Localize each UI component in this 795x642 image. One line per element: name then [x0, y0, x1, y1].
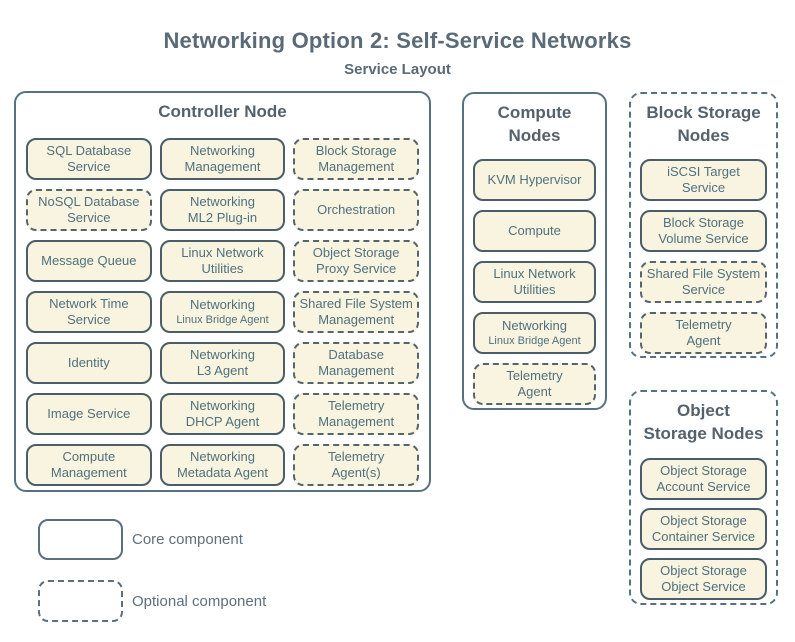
- service-label: Networking: [189, 297, 255, 313]
- service-label: Database Management: [318, 346, 395, 378]
- service-label: Telemetry Management: [318, 397, 395, 429]
- service-box: iSCSI Target Service: [640, 159, 767, 201]
- service-box: Network Time Service: [26, 291, 152, 333]
- service-box: Shared File System Service: [640, 261, 767, 303]
- service-label: NoSQL Database Service: [38, 193, 140, 225]
- service-box: Telemetry Agent: [640, 312, 767, 354]
- service-label: Object Storage Proxy Service: [312, 244, 400, 276]
- diagram-subtitle: Service Layout: [344, 61, 451, 78]
- service-box: Telemetry Agent: [473, 363, 596, 405]
- service-label: Object Storage Object Service: [660, 562, 747, 594]
- service-label: Network Time Service: [49, 295, 129, 327]
- legend-item-optional: Optional component: [38, 580, 266, 622]
- service-box: Object Storage Container Service: [640, 508, 767, 550]
- service-label: Compute Management: [50, 448, 127, 480]
- service-label: Networking L3 Agent: [189, 346, 255, 378]
- legend-label-core: Core component: [132, 531, 243, 548]
- legend-label-optional: Optional component: [132, 592, 267, 610]
- service-box: SQL Database Service: [26, 138, 152, 180]
- service-box: Networking DHCP Agent: [159, 393, 286, 435]
- service-box: Block Storage Management: [293, 138, 419, 180]
- service-box: Database Management: [293, 342, 419, 384]
- service-label: Orchestration: [317, 201, 396, 217]
- service-box: NoSQL Database Service: [26, 189, 152, 231]
- service-grid-controller: SQL Database Service Networking Managemen…: [26, 138, 419, 486]
- service-label: Telemetry Agent(s): [327, 448, 385, 480]
- service-label: Networking DHCP Agent: [185, 397, 260, 429]
- service-sublabel: Linux Bridge Agent: [176, 313, 269, 326]
- group-title-object-storage-nodes: Object Storage Nodes: [643, 401, 764, 443]
- service-box: Object Storage Proxy Service: [293, 240, 419, 282]
- service-box: Networking Management: [159, 138, 286, 180]
- service-label: Compute: [508, 222, 561, 238]
- service-label: SQL Database Service: [46, 142, 132, 174]
- service-box: Message Queue: [26, 240, 152, 282]
- service-box: Telemetry Management: [293, 393, 419, 435]
- service-label: Networking ML2 Plug-in: [187, 193, 258, 225]
- service-sublabel: Linux Bridge Agent: [488, 334, 581, 347]
- service-label: Object Storage Container Service: [651, 512, 756, 544]
- service-box: Identity: [26, 342, 152, 384]
- group-title-controller-node: Controller Node: [158, 102, 287, 121]
- service-label: Image Service: [47, 405, 131, 421]
- service-box: Linux Network Utilities: [159, 240, 286, 282]
- service-box: Networking Metadata Agent: [159, 444, 286, 486]
- service-label: Linux Network Utilities: [493, 265, 576, 297]
- service-label: Shared File System Management: [299, 295, 413, 327]
- legend-item-core: Core component: [38, 519, 243, 560]
- service-box: Networking ML2 Plug-in: [159, 189, 286, 231]
- group-block-storage-nodes: Block Storage Nodes iSCSI Target Service…: [629, 92, 778, 358]
- service-label: Block Storage Management: [315, 142, 397, 174]
- service-label: Block Storage Volume Service: [658, 214, 749, 246]
- service-label: Networking Management: [184, 142, 261, 174]
- service-label: Networking Metadata Agent: [176, 448, 269, 480]
- service-label: Object Storage Account Service: [656, 462, 751, 494]
- service-box: Compute Management: [26, 444, 152, 486]
- service-box: Image Service: [26, 393, 152, 435]
- service-box: KVM Hypervisor: [473, 159, 596, 201]
- service-label: Shared File System Service: [646, 265, 761, 297]
- service-label: Networking: [501, 318, 568, 334]
- service-label: Linux Network Utilities: [181, 244, 264, 276]
- service-box: Orchestration: [293, 189, 419, 231]
- service-label: Identity: [67, 354, 110, 370]
- group-title-block-storage-nodes: Block Storage Nodes: [646, 103, 761, 145]
- service-box: Object Storage Object Service: [640, 558, 767, 600]
- diagram-title: Networking Option 2: Self-Service Networ…: [163, 28, 632, 53]
- service-label: Telemetry Agent: [506, 367, 563, 399]
- service-box: Object Storage Account Service: [640, 458, 767, 500]
- service-label: KVM Hypervisor: [487, 171, 582, 187]
- service-box: Shared File System Management: [293, 291, 419, 333]
- service-label: Telemetry Agent: [675, 316, 732, 348]
- service-box: Telemetry Agent(s): [293, 444, 419, 486]
- optional-component-swatch: [38, 580, 123, 622]
- service-box: Compute: [473, 210, 596, 252]
- service-label: iSCSI Target Service: [667, 163, 740, 195]
- core-component-swatch: [38, 519, 123, 560]
- group-title-compute-nodes: Compute Nodes: [497, 103, 572, 145]
- group-object-storage-nodes: Object Storage Nodes Object Storage Acco…: [629, 390, 778, 605]
- service-label: Message Queue: [41, 252, 137, 268]
- service-box: Networking L3 Agent: [159, 342, 286, 384]
- service-box: Block Storage Volume Service: [640, 210, 767, 252]
- service-box: Linux Network Utilities: [473, 261, 596, 303]
